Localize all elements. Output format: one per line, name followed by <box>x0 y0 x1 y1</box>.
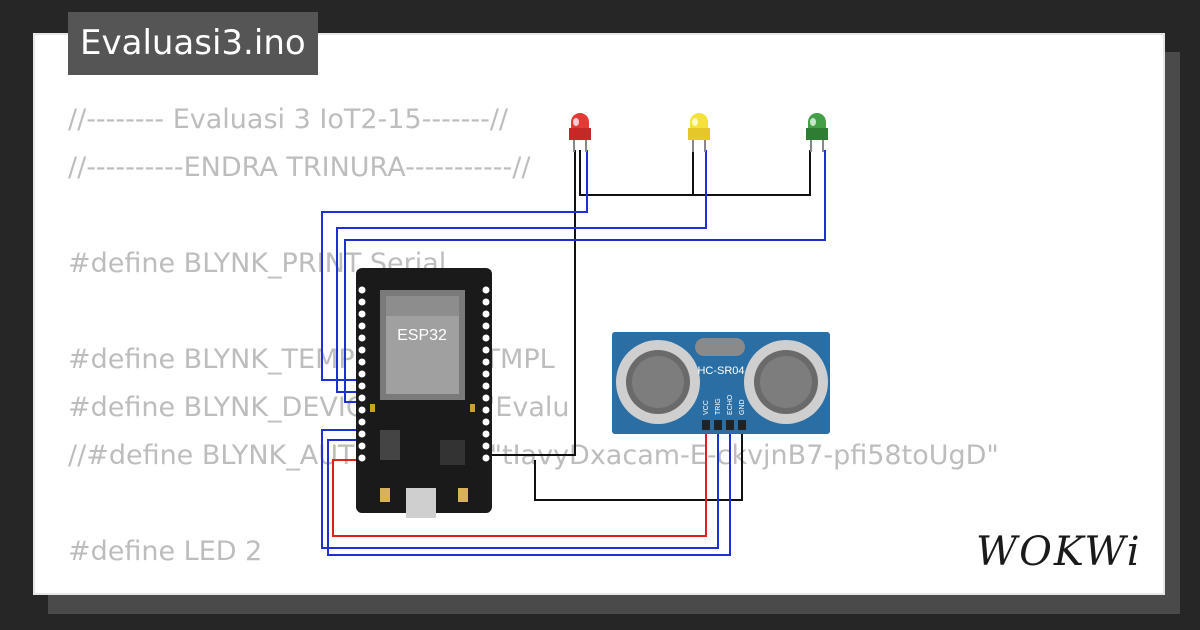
sensor-label: HC-SR04 <box>697 365 744 377</box>
sensor-pin-gnd: GND <box>739 399 746 415</box>
led-red[interactable] <box>569 113 591 152</box>
file-title: Evaluasi3.ino <box>68 12 318 75</box>
code-line: //----------ENDRA TRINURA-----------// <box>68 152 531 183</box>
sensor-pin-trig: TRIG <box>715 398 722 415</box>
power-wire <box>332 425 707 537</box>
led-yellow[interactable] <box>688 113 710 152</box>
signal-wires <box>321 150 826 556</box>
ground-wires <box>483 150 811 501</box>
led-green[interactable] <box>806 113 828 152</box>
esp32-board[interactable]: ESP32 <box>356 268 492 518</box>
code-line: #define BLYNK_PRINT Serial <box>68 248 447 279</box>
code-line: #define LED 2 <box>68 536 263 567</box>
board-label: ESP32 <box>397 327 447 344</box>
hc-sr04-sensor[interactable]: HC-SR04 VCC TRIG ECHO GND <box>612 332 830 434</box>
wokwi-logo: WOKWi <box>976 528 1148 576</box>
sensor-pin-vcc: VCC <box>703 400 710 415</box>
code-line: //-------- Evaluasi 3 IoT2-15-------// <box>68 104 509 135</box>
project-card[interactable] <box>33 33 1165 595</box>
wokwi-logo-text: WOKWi <box>976 529 1142 575</box>
sensor-pin-echo: ECHO <box>727 394 734 415</box>
